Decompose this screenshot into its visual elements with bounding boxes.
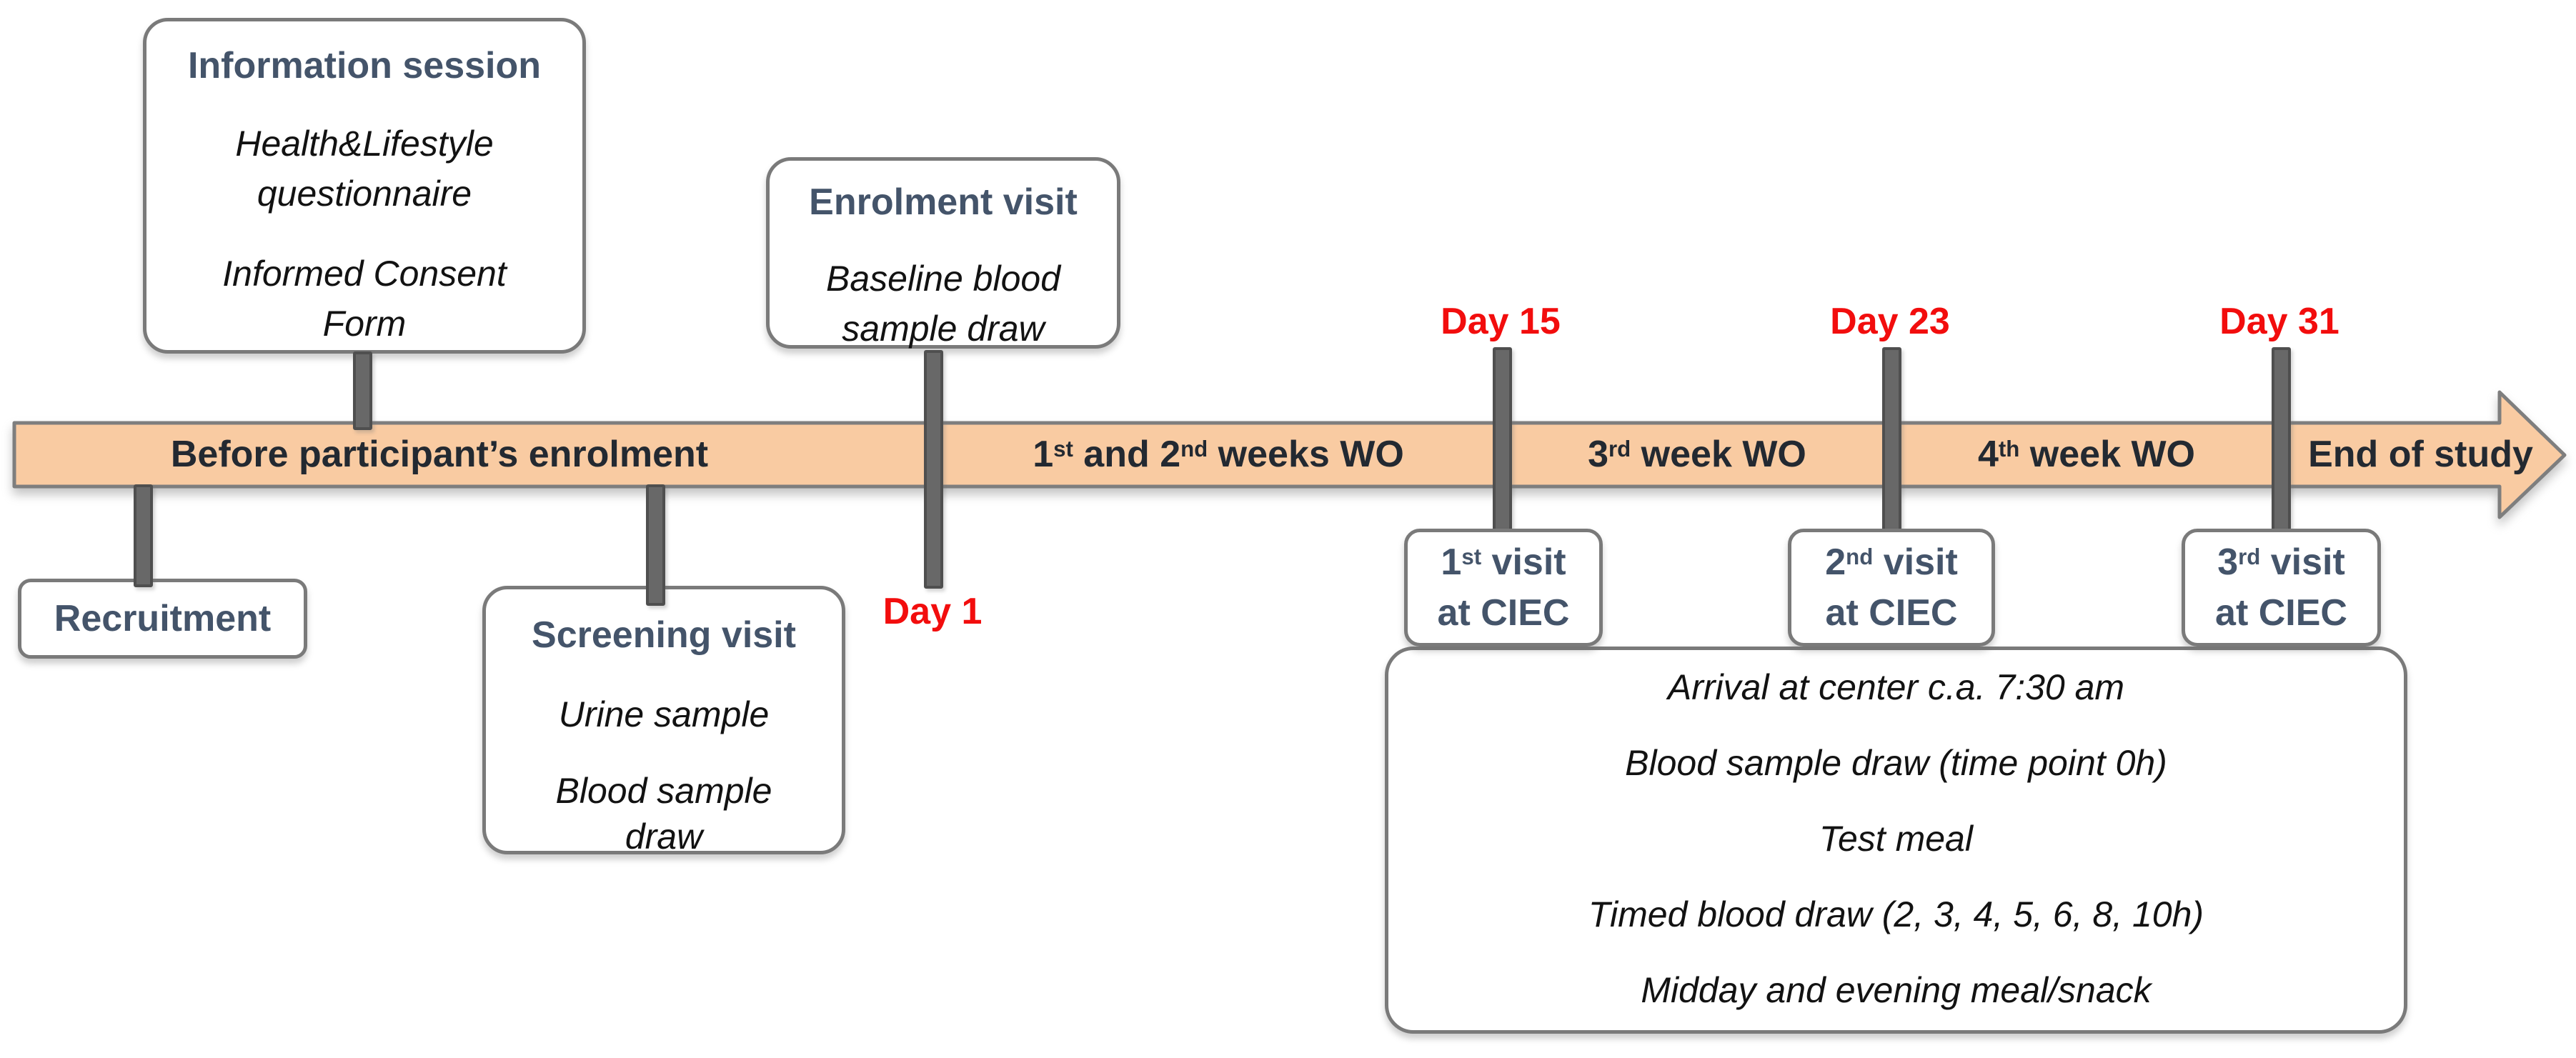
ordinal-suffix: st [1461,544,1482,569]
connector-recruitment [134,484,153,587]
segment-text: 1 [1033,434,1054,475]
ciec-test-day-details-box: Arrival at center c.a. 7:30 am Blood sam… [1385,647,2407,1034]
second-visit-ciec-box: 2nd visit at CIEC [1788,529,1995,647]
third-visit-ciec-box: 3rd visit at CIEC [2182,529,2381,647]
connector-screening-visit [646,484,665,606]
box-title: Screening visit [532,614,796,656]
ordinal-suffix: rd [2238,544,2261,569]
visit-line: 2nd visit [1825,539,1958,590]
timeline-segment-before-enrolment: Before participant’s enrolment [170,434,709,475]
connector-day-31 [2272,347,2291,537]
detail-line: Midday and evening meal/snack [1641,970,2152,1010]
visit-text: visit [1873,542,1958,583]
timeline-segment-week-3-wo: 3rd week WO [1508,421,1886,487]
visit-line: 1st visit [1441,539,1566,590]
timeline-segment-end-of-study: End of study [2308,434,2533,475]
detail-line: Test meal [1819,819,1973,859]
segment-text: 3 [1588,434,1609,475]
timeline-segment-week-4-wo: 4th week WO [1897,421,2276,487]
paragraph-line: draw [625,817,703,857]
connector-day-15 [1493,347,1512,537]
box-title: Recruitment [54,598,272,639]
segment-text: week WO [2019,434,2195,475]
segment-text: week WO [1631,434,1806,475]
box-paragraph: Informed Consent Form [222,249,506,349]
visit-line: at CIEC [2215,592,2347,634]
paragraph-line: questionnaire [257,174,472,214]
box-paragraph: Blood sample draw [556,768,772,859]
paragraph-line: Baseline blood [825,259,1061,299]
connector-day-1 [924,350,943,589]
visit-line: 3rd visit [2217,539,2345,590]
paragraph-line: Informed Consent [222,254,507,294]
connector-information-session [353,351,372,430]
ordinal-suffix: rd [1608,436,1631,461]
information-session-box: Information session Health&Lifestyle que… [143,18,586,354]
paragraph-line: Urine sample [558,694,770,734]
connector-day-23 [1882,347,1901,537]
visit-line: at CIEC [1825,592,1958,634]
paragraph-line: Form [322,304,407,344]
visit-number: 3 [2217,542,2239,583]
detail-line: Timed blood draw (2, 3, 4, 5, 6, 8, 10h) [1588,894,2204,934]
box-title: Enrolment visit [809,181,1078,223]
timeline-segment-weeks-1-2-wo: 1st and 2nd weeks WO [936,421,1501,487]
screening-visit-box: Screening visit Urine sample Blood sampl… [482,586,845,857]
box-paragraph: Baseline blood sample draw [826,254,1060,354]
day-15-label: Day 15 [1441,301,1561,342]
visit-number: 1 [1441,542,1462,583]
segment-text: 4 [1978,434,1999,475]
detail-line: Blood sample draw (time point 0h) [1625,743,2167,783]
paragraph-line: sample draw [842,309,1045,349]
first-visit-ciec-box: 1st visit at CIEC [1404,529,1603,647]
visit-text: visit [2260,542,2345,583]
segment-text: and 2 [1073,434,1181,475]
visit-number: 2 [1825,542,1846,583]
ordinal-suffix: nd [1180,436,1208,461]
visit-text: visit [1481,542,1566,583]
box-paragraph: Urine sample [559,689,770,739]
day-31-label: Day 31 [2219,301,2339,342]
ordinal-suffix: th [1998,436,2020,461]
ordinal-suffix: st [1053,436,1073,461]
segment-text: weeks WO [1208,434,1404,475]
detail-line: Arrival at center c.a. 7:30 am [1667,667,2125,707]
box-paragraph: Health&Lifestyle questionnaire [235,119,493,219]
ordinal-suffix: nd [1846,544,1874,569]
visit-line: at CIEC [1437,592,1570,634]
paragraph-line: Blood sample [555,771,772,811]
recruitment-box: Recruitment [18,579,307,659]
box-title: Information session [187,45,542,86]
day-23-label: Day 23 [1830,301,1950,342]
day-1-label: Day 1 [882,591,983,632]
enrolment-visit-box: Enrolment visit Baseline blood sample dr… [766,157,1120,349]
paragraph-line: Health&Lifestyle [235,124,494,164]
